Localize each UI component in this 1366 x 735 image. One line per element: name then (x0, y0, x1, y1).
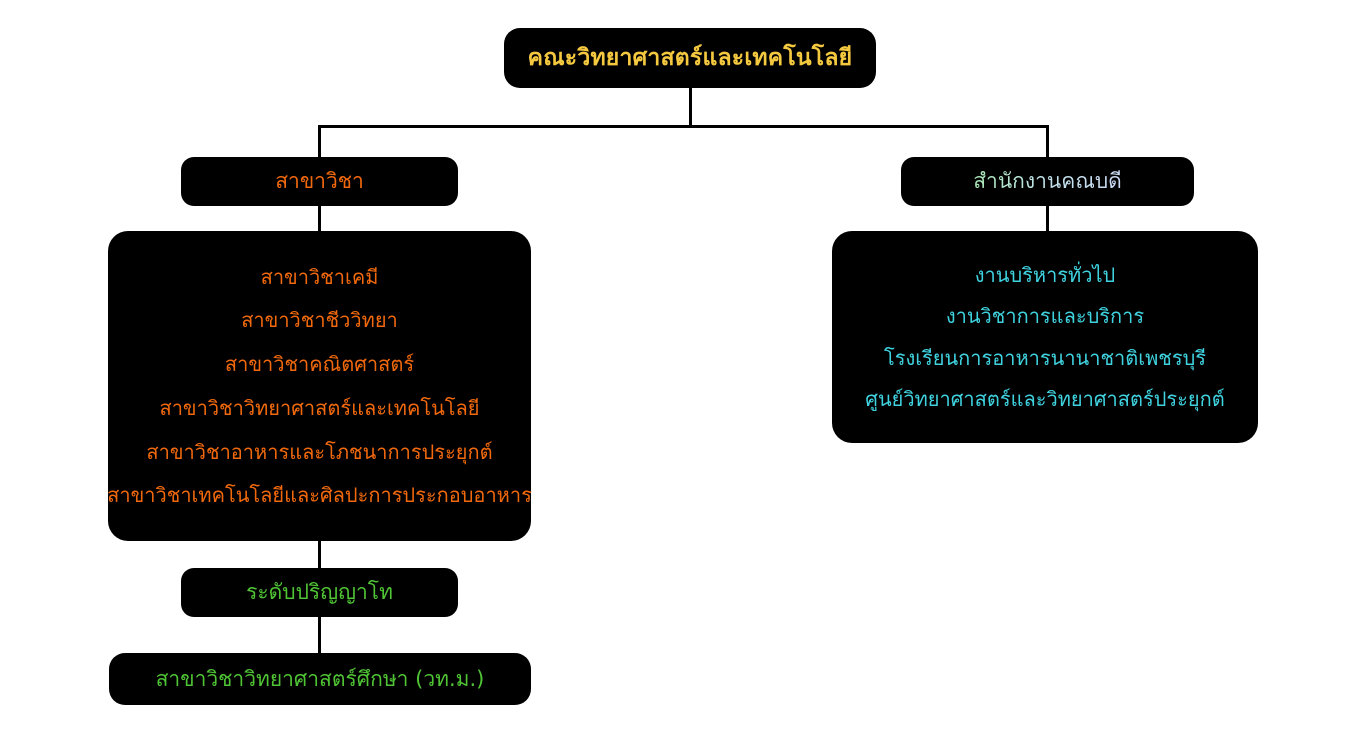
list-item[interactable]: สาขาวิชาอาหารและโภชนาการประยุกต์ (146, 439, 493, 464)
list-item[interactable]: สาขาวิชาเคมี (260, 264, 379, 289)
list-item[interactable]: สาขาวิชาวิทยาศาสตร์และเทคโนโลยี (159, 395, 480, 420)
node-dean-office-heading-label: สำนักงานคณบดี (973, 169, 1122, 194)
node-departments-heading-label: สาขาวิชา (275, 169, 364, 194)
connector-root-stem (689, 88, 692, 127)
connector-level2-bus (318, 125, 1049, 128)
connector-to-departments (318, 125, 321, 159)
connector-to-dean-office (1046, 125, 1049, 159)
list-item[interactable]: สาขาวิชาชีววิทยา (241, 308, 398, 333)
node-department-list[interactable]: สาขาวิชาเคมี สาขาวิชาชีววิทยา สาขาวิชาคณ… (107, 231, 532, 541)
list-item[interactable]: สาขาวิชาคณิตศาสตร์ (224, 352, 415, 377)
connector-dean-office-to-list (1046, 204, 1049, 234)
list-item[interactable]: งานวิชาการและบริการ (945, 304, 1145, 329)
list-item[interactable]: งานบริหารทั่วไป (974, 262, 1116, 287)
list-item[interactable]: ศูนย์วิทยาศาสตร์และวิทยาศาสตร์ประยุกต์ (865, 387, 1225, 412)
node-dean-office-heading[interactable]: สำนักงานคณบดี (901, 157, 1194, 206)
node-master-degree-program-label: สาขาวิชาวิทยาศาสตร์ศึกษา (วท.ม.) (155, 666, 485, 691)
node-departments-heading[interactable]: สาขาวิชา (181, 157, 458, 206)
node-master-degree-level[interactable]: ระดับปริญญาโท (181, 568, 458, 617)
node-faculty-root-label: คณะวิทยาศาสตร์และเทคโนโลยี (527, 44, 853, 71)
list-item[interactable]: โรงเรียนการอาหารนานาชาติเพชรบุรี (883, 345, 1207, 370)
connector-departments-to-list (318, 204, 321, 234)
node-faculty-root[interactable]: คณะวิทยาศาสตร์และเทคโนโลยี (504, 28, 876, 88)
node-dean-office-unit-list[interactable]: งานบริหารทั่วไป งานวิชาการและบริการ โรงเ… (832, 231, 1258, 443)
node-master-degree-program[interactable]: สาขาวิชาวิทยาศาสตร์ศึกษา (วท.ม.) (109, 653, 531, 705)
list-item[interactable]: สาขาวิชาเทคโนโลยีและศิลปะการประกอบอาหาร (107, 483, 532, 508)
node-master-degree-level-label: ระดับปริญญาโท (246, 580, 393, 605)
connector-list-to-master-level (318, 539, 321, 571)
connector-master-level-to-program (318, 615, 321, 656)
